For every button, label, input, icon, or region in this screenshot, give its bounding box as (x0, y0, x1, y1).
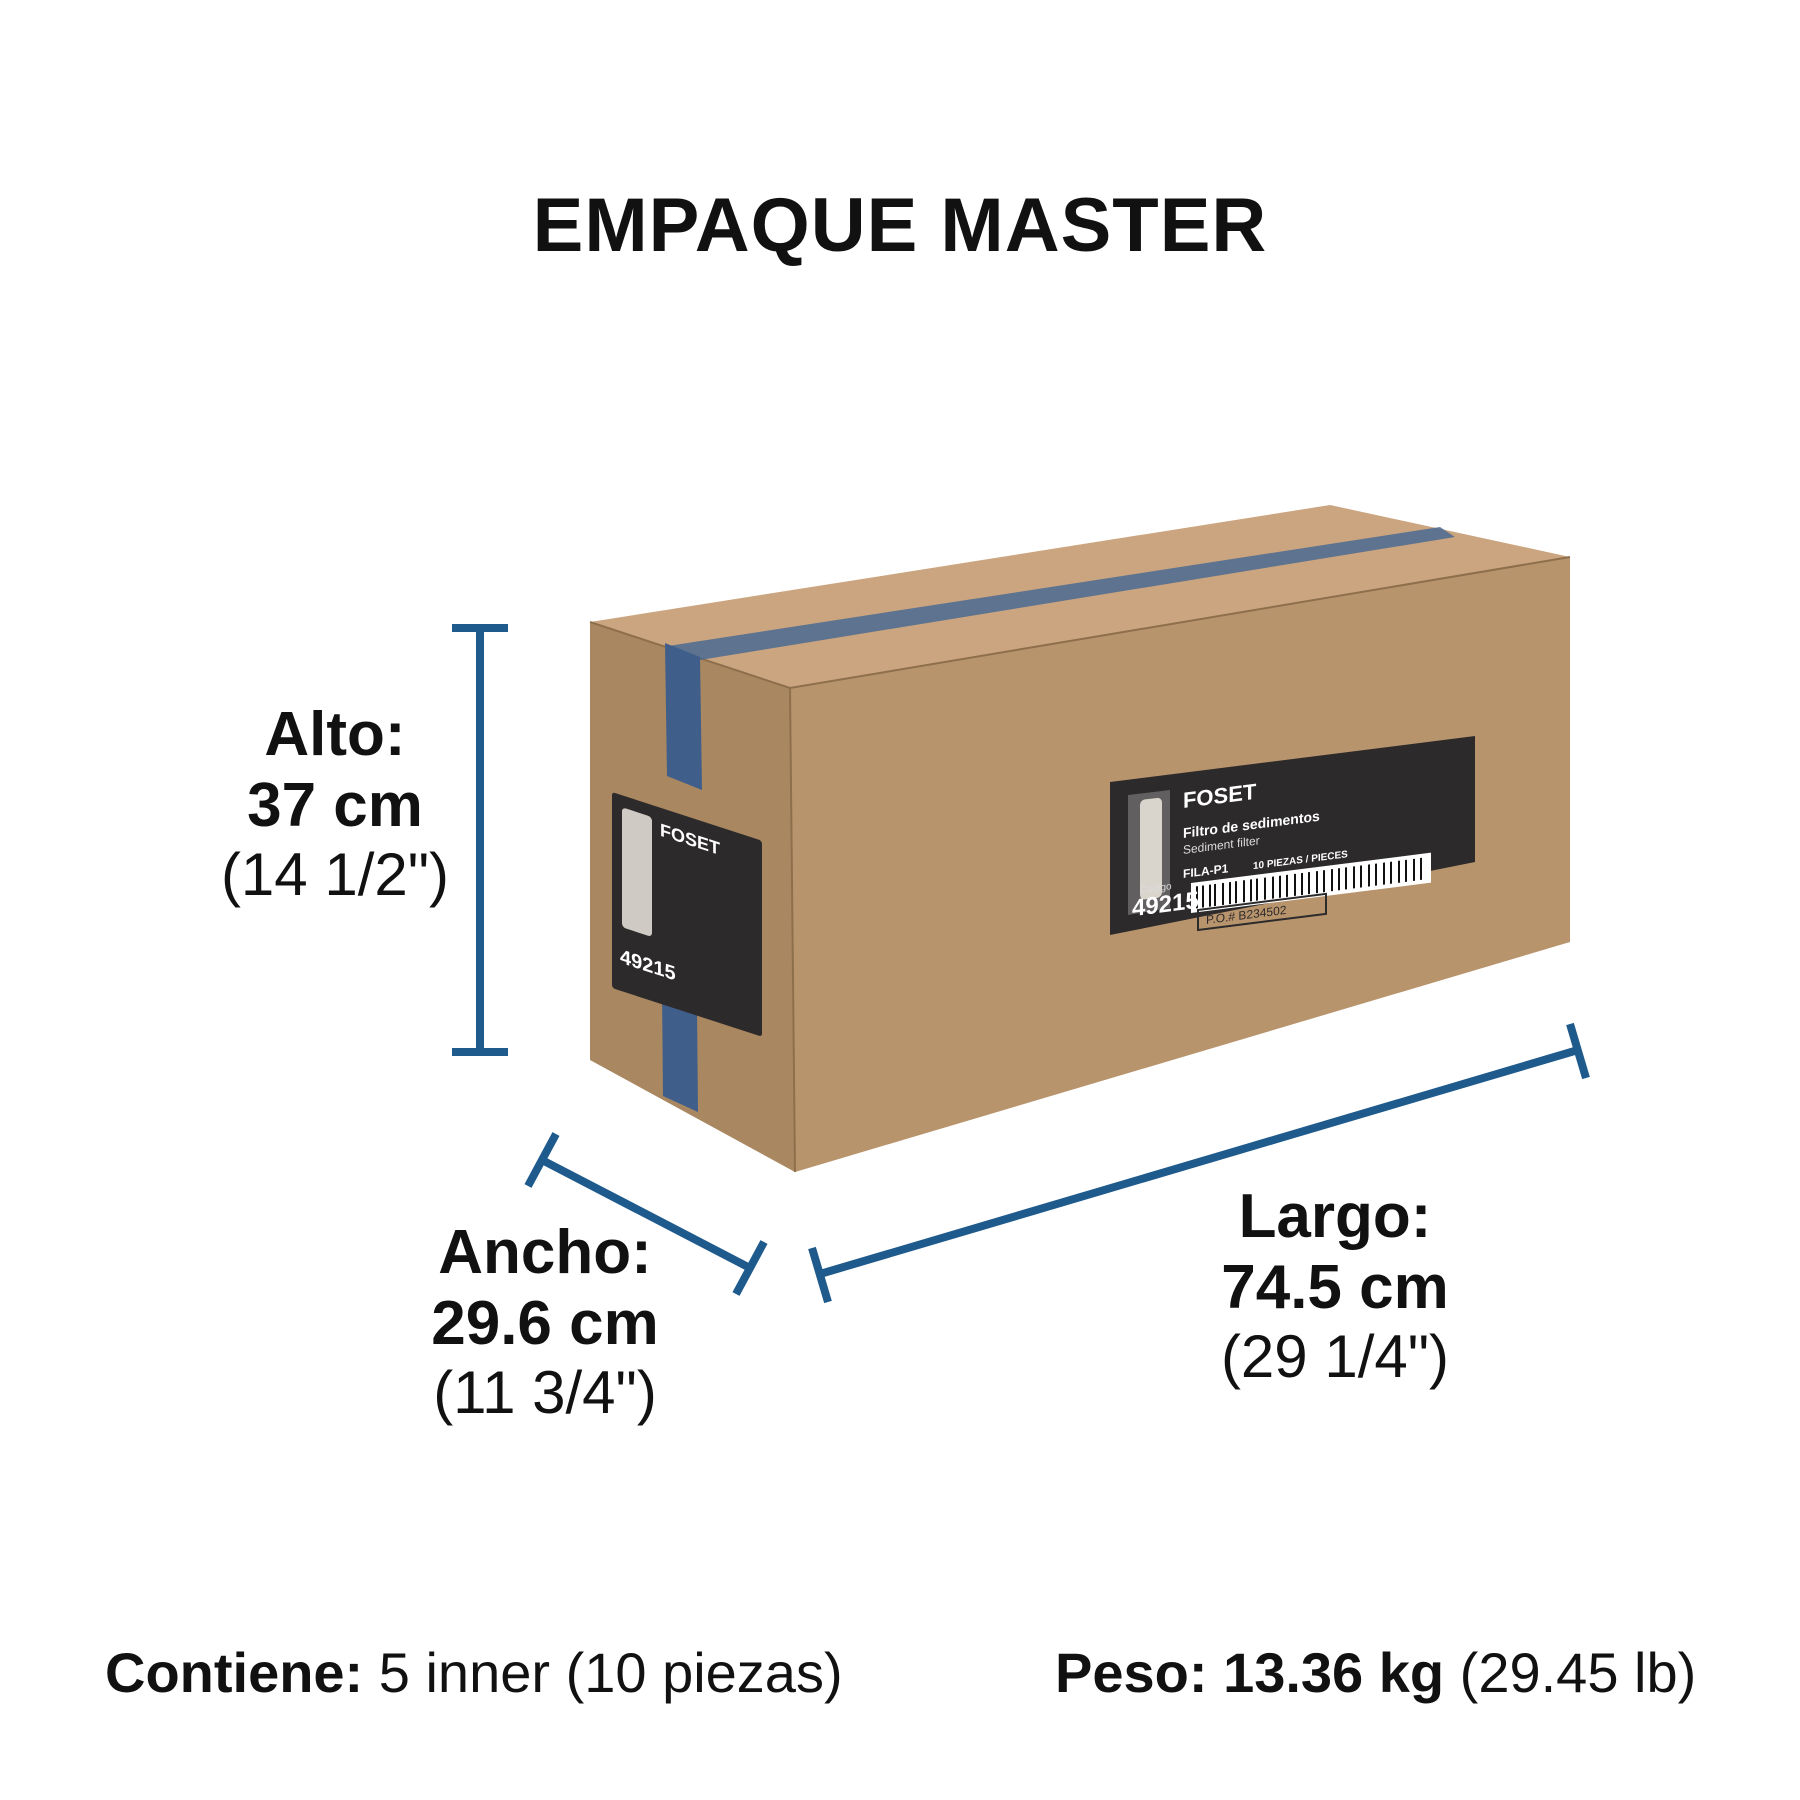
length-measure (808, 1022, 1590, 1304)
height-label-name: Alto: (264, 700, 406, 769)
height-value-imperial: (14 1/2") (220, 841, 450, 909)
width-value-metric: 29.6 cm (431, 1288, 659, 1358)
weight-info: Peso: 13.36 kg (29.45 lb) (1055, 1640, 1696, 1705)
weight-label: Peso: (1055, 1641, 1208, 1704)
contents-info: Contiene: 5 inner (10 piezas) (105, 1640, 843, 1705)
front-label-code-caption: Código (1140, 881, 1172, 896)
length-label: Largo: 74.5 cm (29 1/4") (1185, 1182, 1485, 1392)
width-value-imperial: (11 3/4") (433, 1359, 657, 1427)
contents-label: Contiene: (105, 1641, 364, 1704)
front-label-model: FILA-P1 (1183, 861, 1229, 881)
weight-value-metric: 13.36 kg (1223, 1641, 1445, 1704)
width-measure (524, 1132, 768, 1296)
length-value-imperial: (29 1/4") (1220, 1323, 1450, 1391)
tape-side-upper (665, 643, 702, 790)
height-label: Alto: 37 cm (14 1/2") (195, 700, 475, 910)
tape-top (668, 527, 1455, 660)
contents-value: 5 inner (10 piezas) (378, 1641, 843, 1704)
length-label-name: Largo: (1238, 1182, 1432, 1251)
height-value-metric: 37 cm (247, 770, 423, 840)
tape-side-lower (662, 990, 698, 1112)
length-value-metric: 74.5 cm (1221, 1252, 1449, 1322)
width-label-name: Ancho: (438, 1218, 652, 1287)
page-title: EMPAQUE MASTER (532, 183, 1268, 268)
width-label: Ancho: 29.6 cm (11 3/4") (395, 1218, 695, 1428)
side-label: FOSET 49215 (612, 792, 762, 1036)
weight-value-imperial: (29.45 lb) (1459, 1641, 1697, 1704)
front-label: FOSET Filtro de sedimentos Sediment filt… (1110, 736, 1475, 935)
height-measure (452, 624, 508, 1056)
